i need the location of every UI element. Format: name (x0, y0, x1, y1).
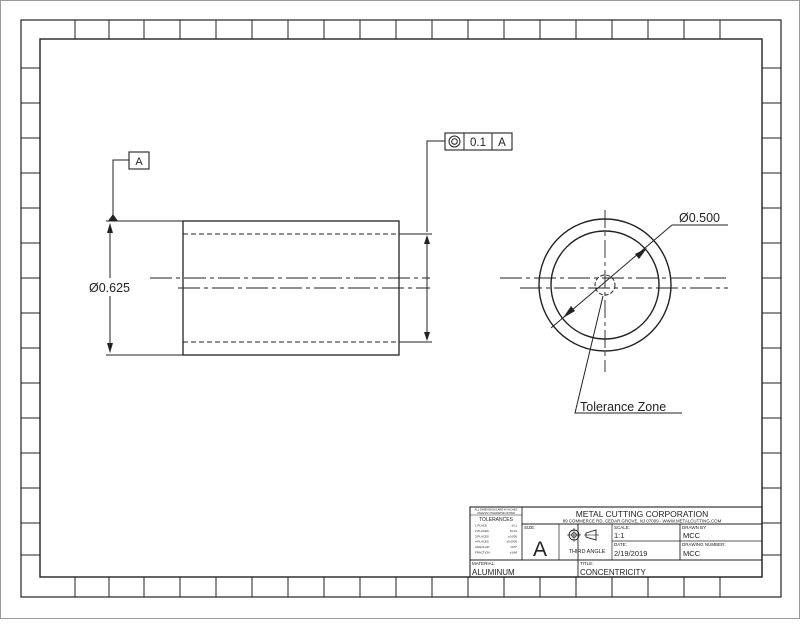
inner-diameter-dimension: Ø0.500 (679, 211, 720, 225)
fcf-leader (426, 140, 445, 232)
tolerance-row-value: ±0.5° (510, 545, 517, 549)
title-label: TITLE: (580, 561, 594, 566)
drawing-number-value: MCC (683, 549, 701, 558)
bore-arrow-bottom (424, 332, 430, 341)
drawn-by-label: DRAWN BY (682, 525, 706, 530)
outer-diameter-dimension: Ø0.625 (89, 281, 130, 295)
scale-value: 1:1 (614, 531, 624, 540)
dimension-text-mask (86, 278, 138, 296)
tolerance-row-value: ±0.0005 (507, 540, 518, 544)
projection-label: THIRD ANGLE (569, 549, 606, 555)
datum-triangle (108, 214, 118, 221)
concentricity-icon (448, 135, 461, 148)
size-value: A (533, 538, 547, 561)
material-label: MATERIAL: (472, 561, 495, 566)
size-label: SIZE: (524, 525, 535, 530)
third-angle-projection-icon (567, 528, 599, 542)
tolerance-row-value: ±0.005 (508, 534, 517, 538)
tolerance-row-label: 1 PLACE (475, 524, 487, 528)
sheet-outer-border (20, 19, 782, 598)
inner-circle (550, 230, 660, 340)
scale-label: SCALE: (614, 525, 630, 530)
leader-arrow-high (635, 248, 647, 259)
tolerance-row-label: 4 PLACES (475, 540, 489, 544)
material-value: ALUMINUM (472, 568, 515, 577)
dimension-arrow-bottom (107, 343, 113, 353)
note-line-2: UNLESS OTHERWISE NOTED (477, 511, 515, 515)
fcf-tolerance: 0.1 (470, 137, 486, 149)
end-view: Ø0.500 Tolerance Zone (500, 210, 728, 414)
tolerance-row-label: FRACTION (475, 551, 490, 555)
drawn-by-value: MCC (683, 531, 701, 540)
title-value: CONCENTRICITY (580, 568, 646, 577)
dimension-arrow-top (107, 223, 113, 233)
leader-arrow-low (563, 306, 575, 318)
title-block: METAL CUTTING CORPORATION 89 COMMERCE RD… (469, 506, 763, 578)
date-label: DATE: (614, 542, 627, 547)
tolerance-row-value: ±1/64 (510, 551, 518, 555)
date-value: 2/19/2019 (614, 549, 647, 558)
tolerance-zone-leader (574, 295, 682, 414)
datum-leader (112, 159, 129, 216)
side-view: Ø0.625 A 0.1 A (86, 132, 513, 356)
tolerance-row-value: ±0.01 (510, 529, 518, 533)
tolerance-zone-circle (594, 274, 616, 296)
tolerance-row-label: ANGULAR (475, 545, 489, 549)
outer-circle (538, 218, 672, 352)
tolerance-zone-label: Tolerance Zone (580, 400, 666, 414)
note-line-1: ALL DIMENSIONS ARE IN INCHES (475, 508, 518, 512)
drawing-number-label: DRAWING NUMBER: (682, 542, 726, 547)
bore-arrow-top (424, 235, 430, 244)
fcf-datum: A (498, 137, 506, 149)
tolerances-header: TOLERANCES (479, 517, 513, 523)
tolerance-rows: 1 PLACE ±0.1 2 PLACES ±0.01 3 PLACES ±0.005 4 … (475, 524, 517, 555)
datum-a-label: A (135, 156, 143, 168)
company-name: METAL CUTTING CORPORATION (576, 509, 709, 519)
tolerance-row-value: ±0.1 (511, 524, 517, 528)
zone-markers (21, 20, 781, 597)
tolerance-row-label: 2 PLACES (475, 529, 489, 533)
company-address: 89 COMMERCE RD, CEDAR GROVE, NJ 07009 - … (563, 519, 722, 524)
tolerance-row-label: 3 PLACES (475, 534, 489, 538)
sheet-inner-border (39, 38, 763, 578)
title-block-border (469, 506, 763, 578)
